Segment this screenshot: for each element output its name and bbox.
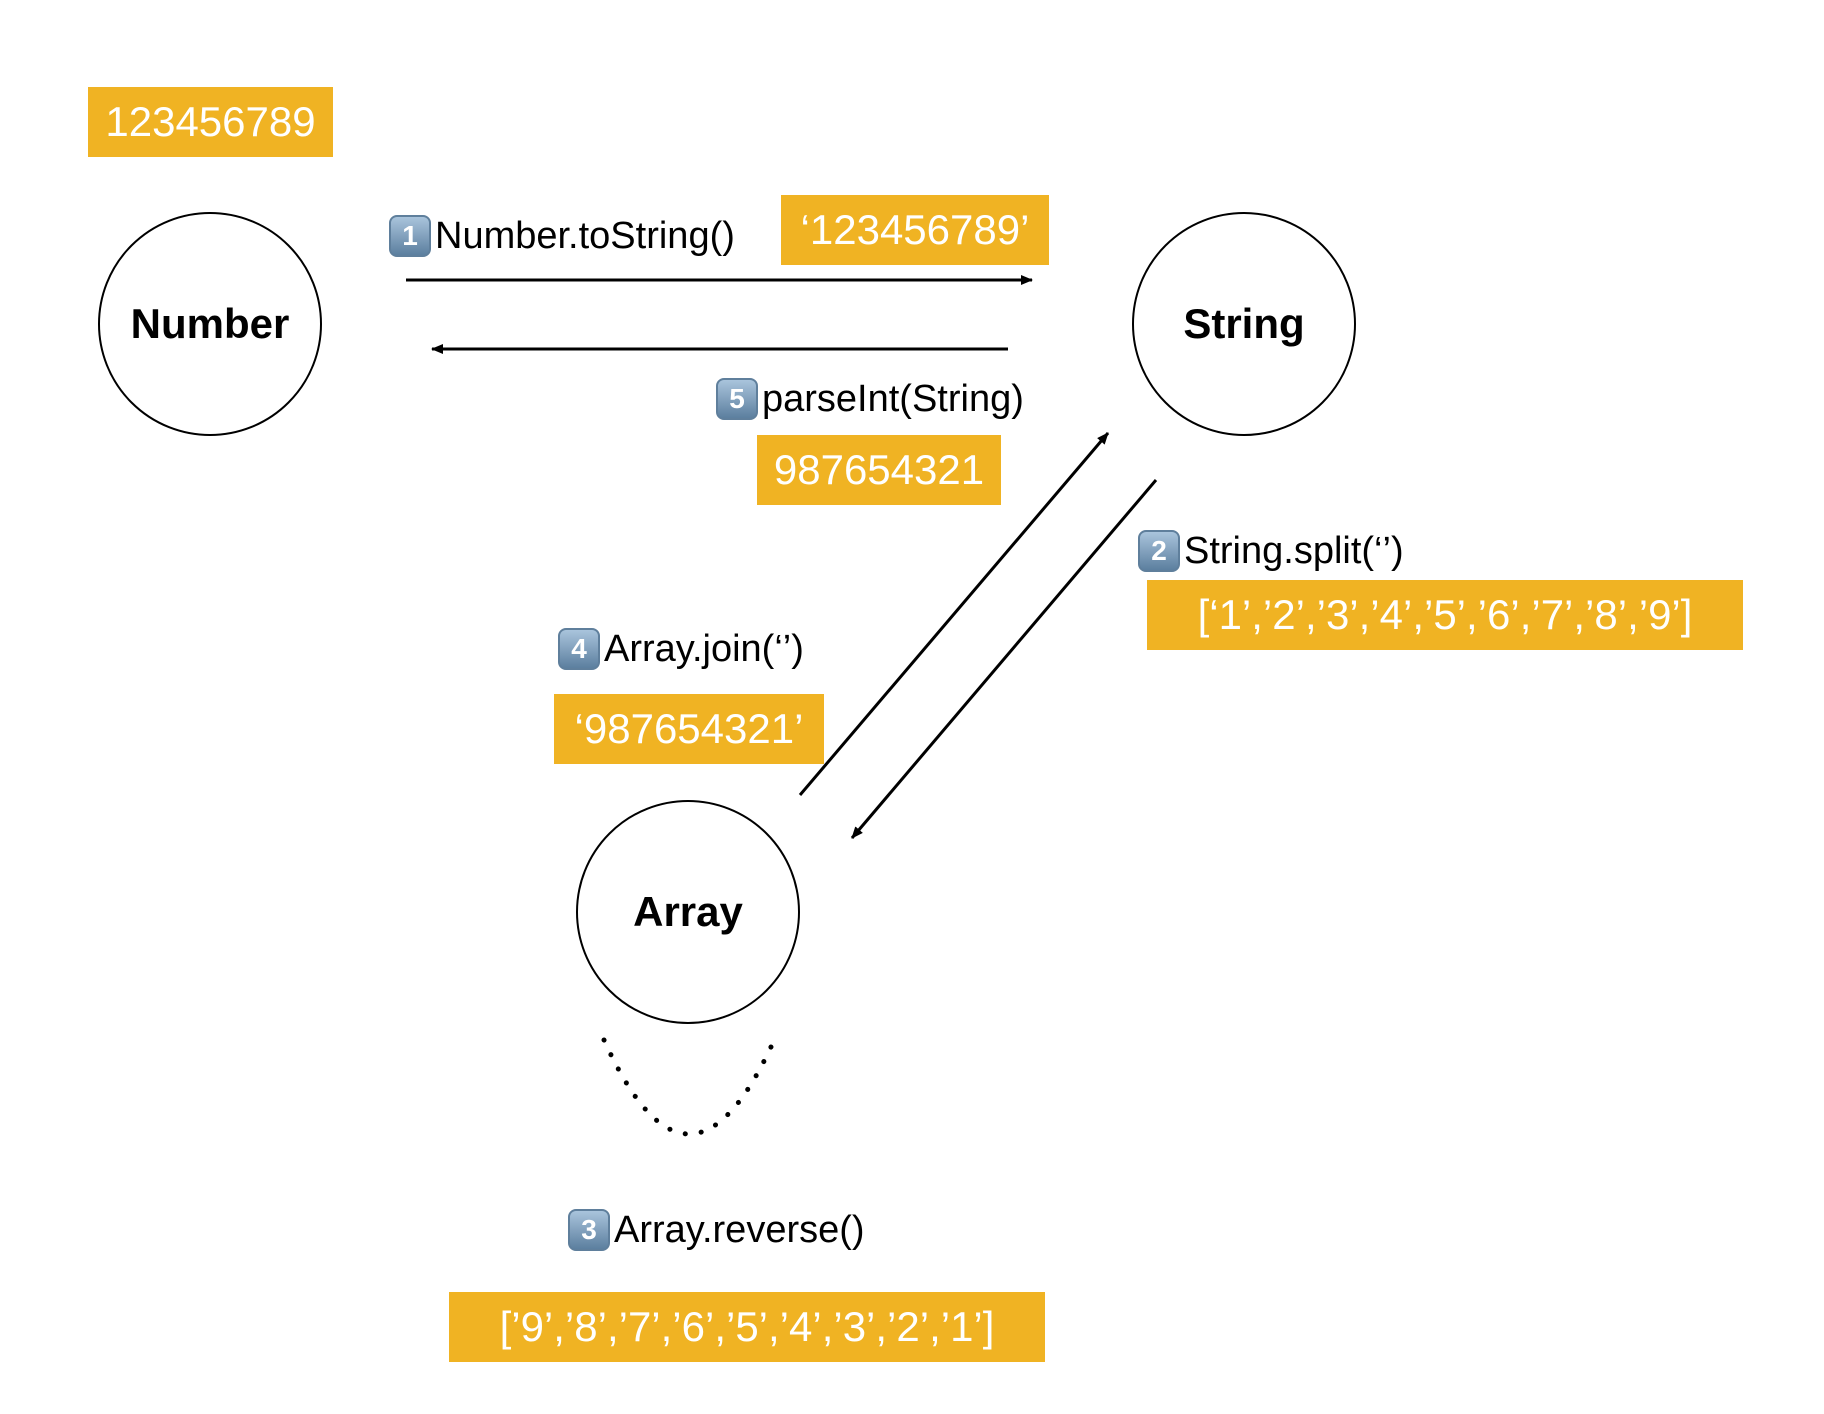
parseint-result-box: 987654321 [757, 435, 1001, 505]
arrow-array-to-string [798, 432, 1110, 796]
step-4-number-icon: 4 [558, 628, 600, 670]
step-5-text: parseInt(String) [762, 377, 1024, 420]
array-node-label: Array [633, 888, 743, 935]
string-node-label: String [1183, 300, 1305, 347]
tostring-result-box: ‘123456789’ [781, 195, 1049, 265]
step-2-number-icon: 2 [1138, 530, 1180, 572]
step-4-label: 4 Array.join(‘’) [558, 625, 804, 673]
array-node: Array [576, 800, 800, 1024]
step-3-text: Array.reverse() [614, 1208, 865, 1251]
step-3-label: 3 Array.reverse() [568, 1206, 865, 1254]
step-1-text: Number.toString() [435, 214, 735, 257]
arrow-string-to-array [850, 479, 1158, 839]
string-node: String [1132, 212, 1356, 436]
step-2-label: 2 String.split(‘’) [1138, 527, 1404, 575]
number-node-label: Number [130, 300, 290, 347]
step-3-number-icon: 3 [568, 1209, 610, 1251]
reverse-result-box: [’9’,’8’,’7’,’6’,’5’,’4’,’3’,’2’,’1’] [449, 1292, 1045, 1362]
step-5-label: 5 parseInt(String) [716, 375, 1024, 423]
initial-value-box: 123456789 [88, 87, 333, 157]
split-result-box: [‘1’,’2’,’3’,’4’,’5’,’6’,’7’,’8’,’9’] [1147, 580, 1743, 650]
number-node: Number [98, 212, 322, 436]
step-4-text: Array.join(‘’) [604, 627, 804, 670]
step-5-number-icon: 5 [716, 378, 758, 420]
step-1-number-icon: 1 [389, 215, 431, 257]
step-2-text: String.split(‘’) [1184, 529, 1404, 572]
step-1-label: 1 Number.toString() [389, 212, 735, 260]
join-result-box: ‘987654321’ [554, 694, 824, 764]
reverse-loop [601, 1033, 779, 1137]
